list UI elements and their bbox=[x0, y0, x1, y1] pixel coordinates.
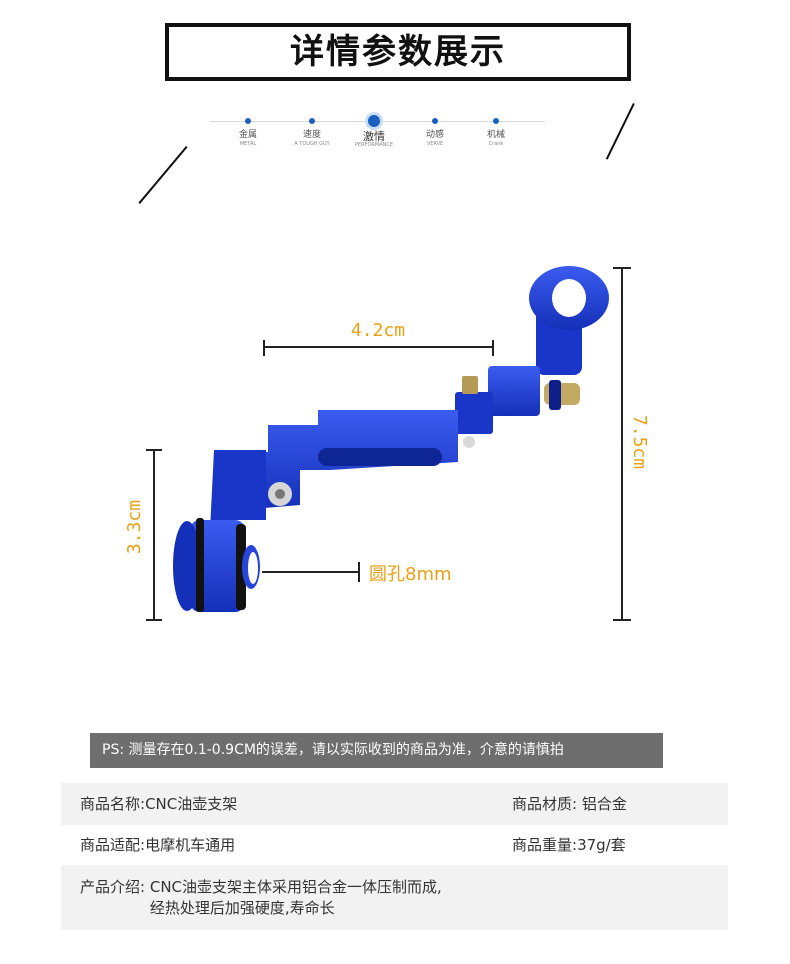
timeline-label: 速度 bbox=[302, 130, 321, 140]
spec-name: 商品名称:CNC油壶支架 bbox=[80, 783, 237, 825]
spec-row-intro: 产品介绍: CNC油壶支架主体采用铝合金一体压制而成, 经热处理后加强硬度,寿命… bbox=[61, 865, 728, 930]
bracket-clamp bbox=[488, 366, 540, 416]
notice-bar: PS: 测量存在0.1-0.9CM的误差，请以实际收到的商品为准，介意的请慎拍 bbox=[90, 733, 663, 768]
bracket-arm-slot bbox=[318, 448, 442, 466]
bracket-bottom-ring-face bbox=[173, 521, 201, 611]
dimension-hole-label: 圆孔8mm bbox=[369, 564, 452, 585]
spec-value: 37g/套 bbox=[577, 836, 626, 854]
bracket-lower-arm bbox=[210, 450, 266, 530]
spec-intro-line: CNC油壶支架主体采用铝合金一体压制而成, bbox=[149, 878, 442, 896]
dimension-height-lower: 3.3cm bbox=[124, 449, 162, 621]
timeline-sublabel: METAL bbox=[239, 141, 257, 147]
section-title: 详情参数展示 bbox=[290, 32, 506, 72]
bracket-rubber-ring bbox=[236, 524, 246, 610]
dimension-hole: 圆孔8mm bbox=[262, 562, 452, 585]
timeline-label: 激情 bbox=[363, 130, 385, 143]
dimension-width: 4.2cm bbox=[263, 320, 494, 356]
bracket-rubber-ring bbox=[196, 518, 204, 612]
timeline-dot bbox=[493, 118, 499, 124]
timeline-sublabel: VERVE bbox=[426, 141, 444, 147]
feature-timeline: 金属 METAL 速度 A TOUGH GUY 激情 PERFORMANCE 动… bbox=[210, 113, 545, 163]
timeline-item-speed: 速度 A TOUGH GUY bbox=[272, 113, 352, 148]
dimension-height-lower-label: 3.3cm bbox=[124, 500, 145, 554]
spec-value: 电摩机车通用 bbox=[145, 836, 236, 854]
spec-row-name: 商品名称:CNC油壶支架 商品材质: 铝合金 bbox=[61, 783, 728, 825]
spec-intro-line: 经热处理后加强硬度,寿命长 bbox=[149, 899, 335, 917]
spec-row-fit: 商品适配:电摩机车通用 商品重量:37g/套 bbox=[61, 825, 728, 865]
timeline-item-metal: 金属 METAL bbox=[208, 113, 288, 148]
spec-label: 产品介绍: bbox=[80, 878, 146, 896]
timeline-item-passion: 激情 PERFORMANCE bbox=[334, 113, 414, 149]
bracket-allen-socket bbox=[275, 489, 285, 499]
oil-cup-bracket-image bbox=[173, 266, 609, 612]
bracket-clamp-block bbox=[455, 392, 493, 434]
spec-value: 铝合金 bbox=[581, 795, 627, 813]
dimension-width-label: 4.2cm bbox=[351, 320, 405, 341]
bracket-screw bbox=[462, 376, 478, 394]
section-title-box: 详情参数展示 bbox=[165, 23, 631, 81]
timeline-dot-active bbox=[368, 115, 380, 127]
product-diagram: 4.2cm 7.5cm 3.3cm 圆孔8mm bbox=[124, 266, 650, 621]
dimension-height-total: 7.5cm bbox=[613, 267, 650, 621]
spec-fit: 商品适配:电摩机车通用 bbox=[80, 825, 235, 865]
dimension-height-total-label: 7.5cm bbox=[629, 415, 650, 469]
bracket-hole bbox=[248, 552, 258, 584]
bracket-top-ring-hole bbox=[552, 279, 586, 317]
spec-value: CNC油壶支架 bbox=[145, 795, 238, 813]
spec-label: 商品名称: bbox=[80, 795, 146, 813]
notice-text: PS: 测量存在0.1-0.9CM的误差，请以实际收到的商品为准，介意的请慎拍 bbox=[102, 742, 564, 758]
timeline-label: 金属 bbox=[238, 130, 257, 140]
spec-label: 商品材质: bbox=[512, 795, 578, 813]
spec-label: 商品适配: bbox=[80, 836, 146, 854]
spec-weight: 商品重量:37g/套 bbox=[512, 825, 626, 865]
spec-intro-text: CNC油壶支架主体采用铝合金一体压制而成, 经热处理后加强硬度,寿命长 bbox=[150, 877, 442, 919]
timeline-sublabel: Crank bbox=[488, 141, 504, 147]
spec-material: 商品材质: 铝合金 bbox=[512, 783, 627, 825]
timeline-item-mechanical: 机械 Crank bbox=[456, 113, 536, 148]
timeline-dot bbox=[245, 118, 251, 124]
spec-label: 商品重量: bbox=[512, 836, 578, 854]
timeline-dot bbox=[309, 118, 315, 124]
timeline-sublabel: PERFORMANCE bbox=[354, 142, 394, 148]
timeline-dot bbox=[432, 118, 438, 124]
timeline-item-verve: 动感 VERVE bbox=[395, 113, 475, 148]
bracket-bolt-head bbox=[463, 436, 475, 448]
timeline-sublabel: A TOUGH GUY bbox=[294, 141, 330, 147]
timeline-label: 机械 bbox=[486, 130, 505, 140]
bracket-side-nut bbox=[549, 380, 561, 410]
spec-intro: 产品介绍: CNC油壶支架主体采用铝合金一体压制而成, 经热处理后加强硬度,寿命… bbox=[80, 877, 442, 919]
timeline-label: 动感 bbox=[425, 130, 444, 140]
